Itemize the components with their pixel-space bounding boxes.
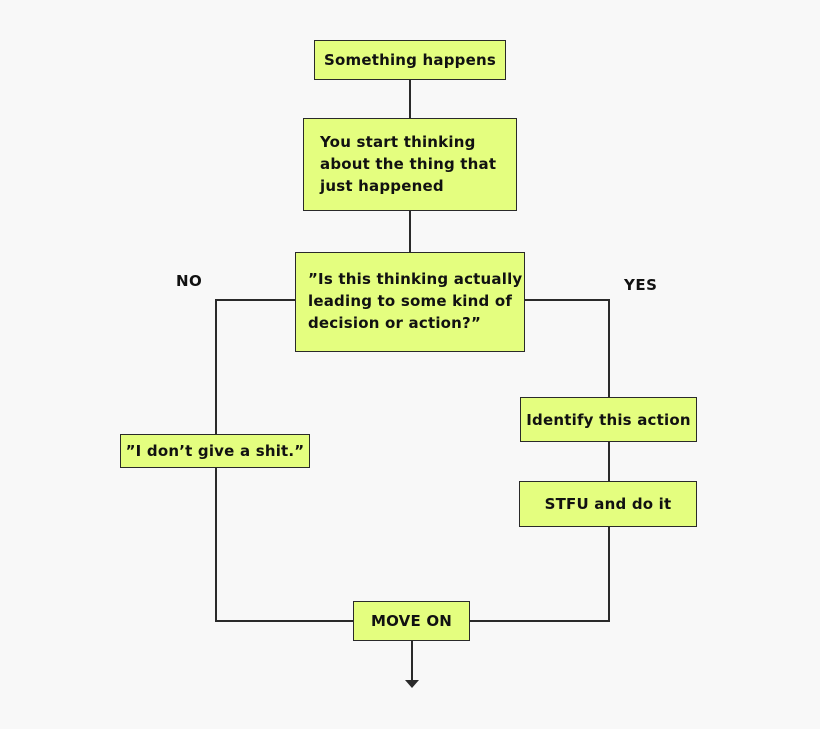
node-line: about the thing that [320, 155, 497, 173]
node-line: decision or action?” [308, 314, 482, 332]
node-line: ”Is this thinking actually [308, 270, 523, 288]
node-decision-question: ”Is this thinking actually leading to so… [295, 252, 525, 352]
node-move-on: MOVE ON [353, 601, 470, 641]
arrowhead-down-icon [405, 680, 419, 688]
node-stfu-and-do-it: STFU and do it [519, 481, 697, 527]
node-label: STFU and do it [544, 495, 672, 513]
node-identify-action: Identify this action [520, 397, 697, 442]
node-label: MOVE ON [370, 612, 453, 630]
node-label: Something happens [324, 51, 496, 69]
node-line: leading to some kind of [308, 292, 513, 310]
branch-label-no: NO [176, 272, 203, 290]
node-line: You start thinking [320, 133, 476, 151]
node-line: just happened [320, 177, 444, 195]
node-dont-give-a-shit: ”I don’t give a shit.” [120, 434, 310, 468]
node-label: Identify this action [526, 410, 691, 429]
node-something-happens: Something happens [314, 40, 506, 80]
branch-label-yes: YES [624, 276, 658, 294]
connector-no-branch [215, 299, 295, 438]
connector-yes-to-moveon [470, 527, 610, 622]
node-start-thinking: You start thinking about the thing that … [303, 118, 517, 211]
connector-yes-branch [525, 299, 610, 397]
node-label: ”I don’t give a shit.” [125, 442, 305, 460]
connector-no-to-moveon [215, 467, 353, 622]
